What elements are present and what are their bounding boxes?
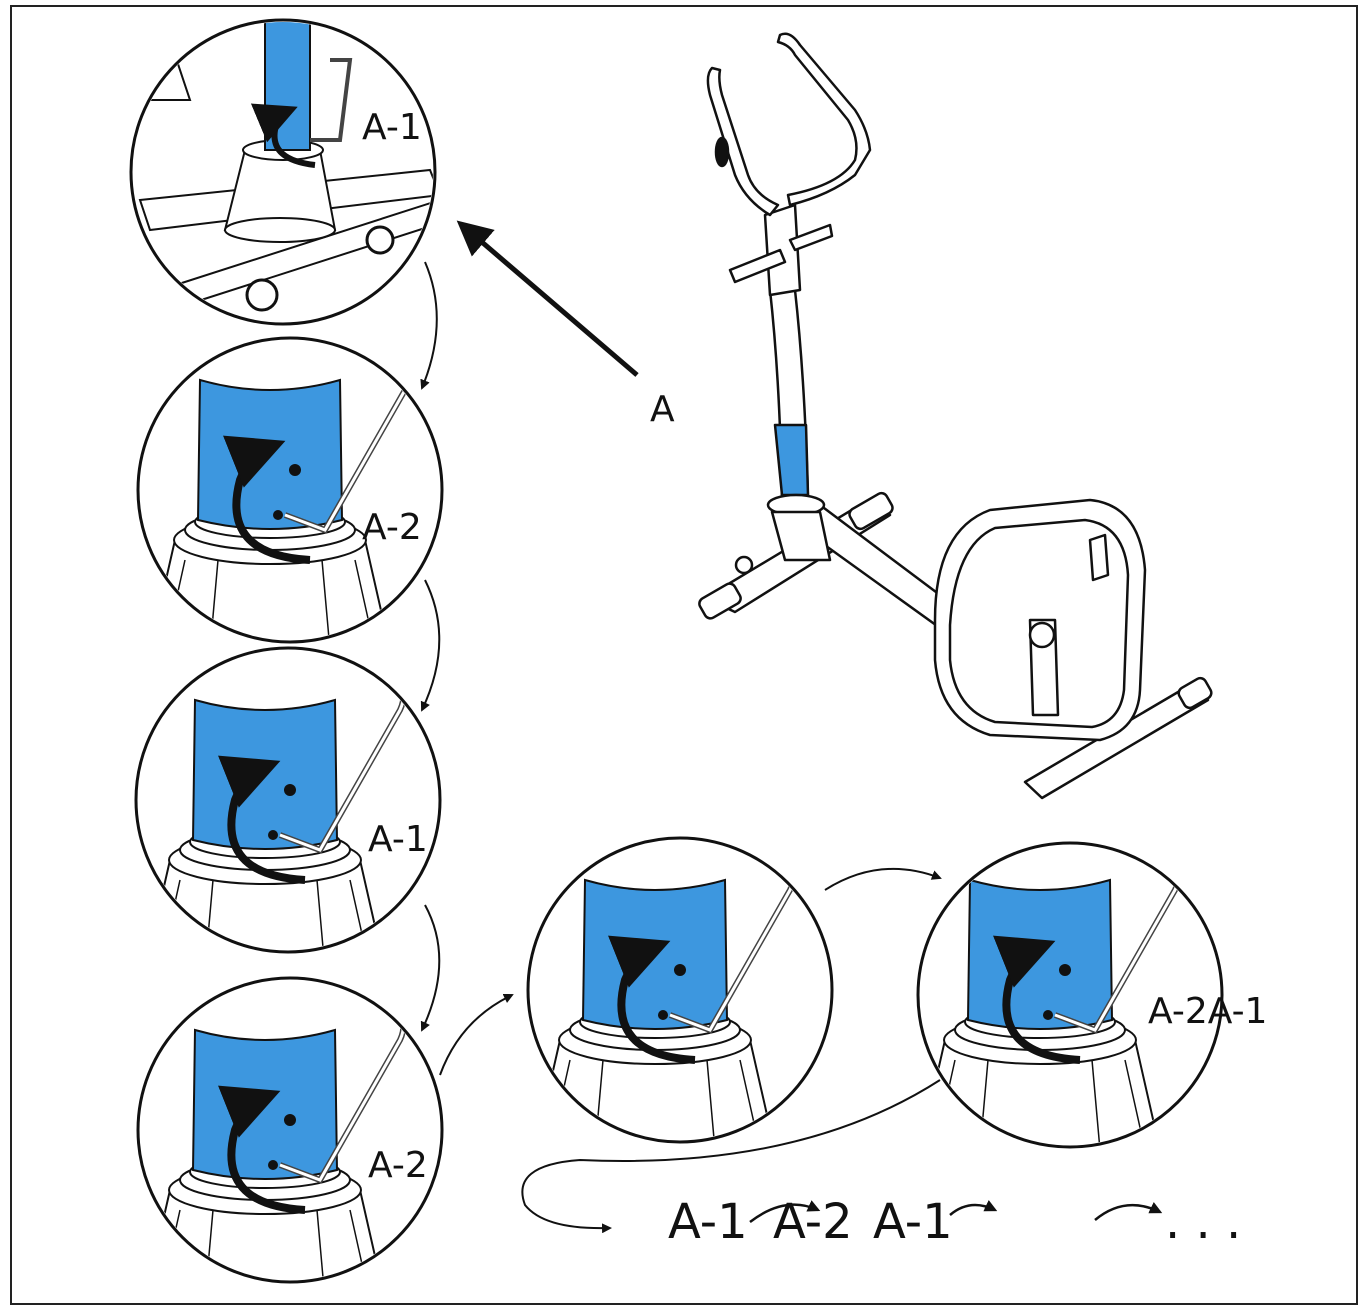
- label-detail-1: A-1: [362, 107, 422, 148]
- label-detail-6: A-2A-1: [1148, 991, 1268, 1032]
- detail-circle-5: [526, 836, 834, 1144]
- diagram-frame: [10, 5, 1358, 1305]
- detail-circle-3: [134, 646, 442, 954]
- detail-circle-2: [136, 336, 444, 644]
- label-detail-2: A-2: [362, 507, 422, 548]
- sequence-arrows: [749, 1200, 1163, 1223]
- detail-circle-1: [129, 18, 437, 326]
- flow-arrows: [420, 261, 942, 1234]
- label-detail-3: A-1: [368, 819, 428, 860]
- label-detail-4: A-2: [368, 1145, 428, 1186]
- detail-circle-4: [136, 976, 444, 1284]
- sequence-ellipsis: . . .: [1165, 1194, 1242, 1250]
- label-a: A: [650, 389, 675, 430]
- sequence-step-2: A-2: [773, 1194, 853, 1250]
- sequence-step-3: A-1: [873, 1194, 953, 1250]
- exercise-bike-illustration: [698, 32, 1213, 800]
- pointer-arrow: [456, 220, 639, 377]
- detail-circle-6: [916, 841, 1224, 1149]
- sequence-step-1: A-1: [668, 1194, 748, 1250]
